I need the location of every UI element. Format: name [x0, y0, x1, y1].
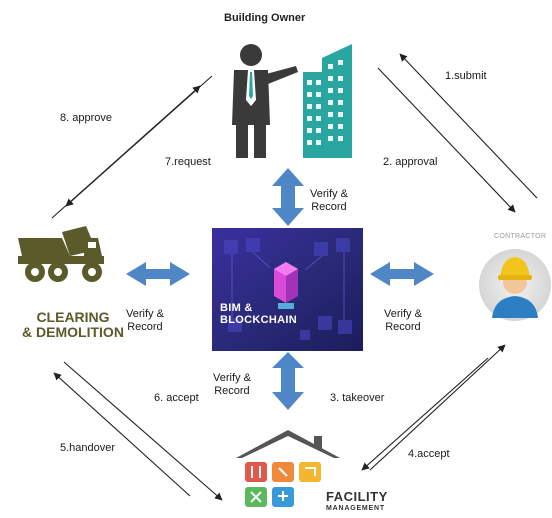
record-text: Record [311, 201, 347, 213]
verify-record-right: Verify & Record [384, 308, 422, 334]
verify-text: Verify & [126, 308, 164, 320]
step-approve-label: 8. approve [60, 112, 112, 124]
step-submit-label: 1.submit [445, 70, 487, 82]
demolition-line: & DEMOLITION [22, 324, 124, 340]
record-text: Record [127, 321, 163, 333]
verify-text: Verify & [213, 372, 251, 384]
record-text: Record [385, 321, 421, 333]
contractor-icon [479, 249, 551, 321]
verify-record-left: Verify & Record [126, 308, 164, 334]
step-accept-clearing-label: 6. accept [154, 392, 199, 404]
step-approval-label: 2. approval [383, 156, 438, 168]
verify-text: Verify & [310, 188, 348, 200]
verify-record-top: Verify & Record [310, 188, 348, 214]
bim-blockchain-image [212, 228, 363, 351]
record-text: Record [214, 385, 250, 397]
facility-management-icon [236, 430, 340, 507]
dump-truck-icon [18, 226, 104, 282]
clearing-line: CLEARING [36, 309, 110, 325]
step-takeover-label: 3. takeover [330, 392, 385, 404]
verify-arrows [126, 168, 434, 410]
facility-management-label: FACILITY MANAGEMENT [326, 490, 388, 513]
building-owner-icon [232, 44, 352, 158]
process-arrows [51, 53, 538, 501]
building-owner-label: Building Owner [224, 12, 306, 24]
verify-record-bottom: Verify & Record [213, 372, 251, 398]
step-handover-label: 5.handover [60, 442, 116, 454]
step-accept-contractor-label: 4.accept [408, 448, 450, 460]
clearing-demolition-label: CLEARING & DEMOLITION [18, 310, 128, 340]
bim-line: BIM & [220, 302, 253, 314]
management-line: MANAGEMENT [326, 505, 385, 512]
facility-line: FACILITY [326, 489, 388, 504]
blockchain-line: BLOCKCHAIN [220, 314, 297, 326]
verify-text: Verify & [384, 308, 422, 320]
step-request-label: 7.request [165, 156, 211, 168]
bim-blockchain-label: BIM & BLOCKCHAIN [220, 302, 297, 326]
contractor-label: CONTRACTOR [494, 233, 547, 240]
